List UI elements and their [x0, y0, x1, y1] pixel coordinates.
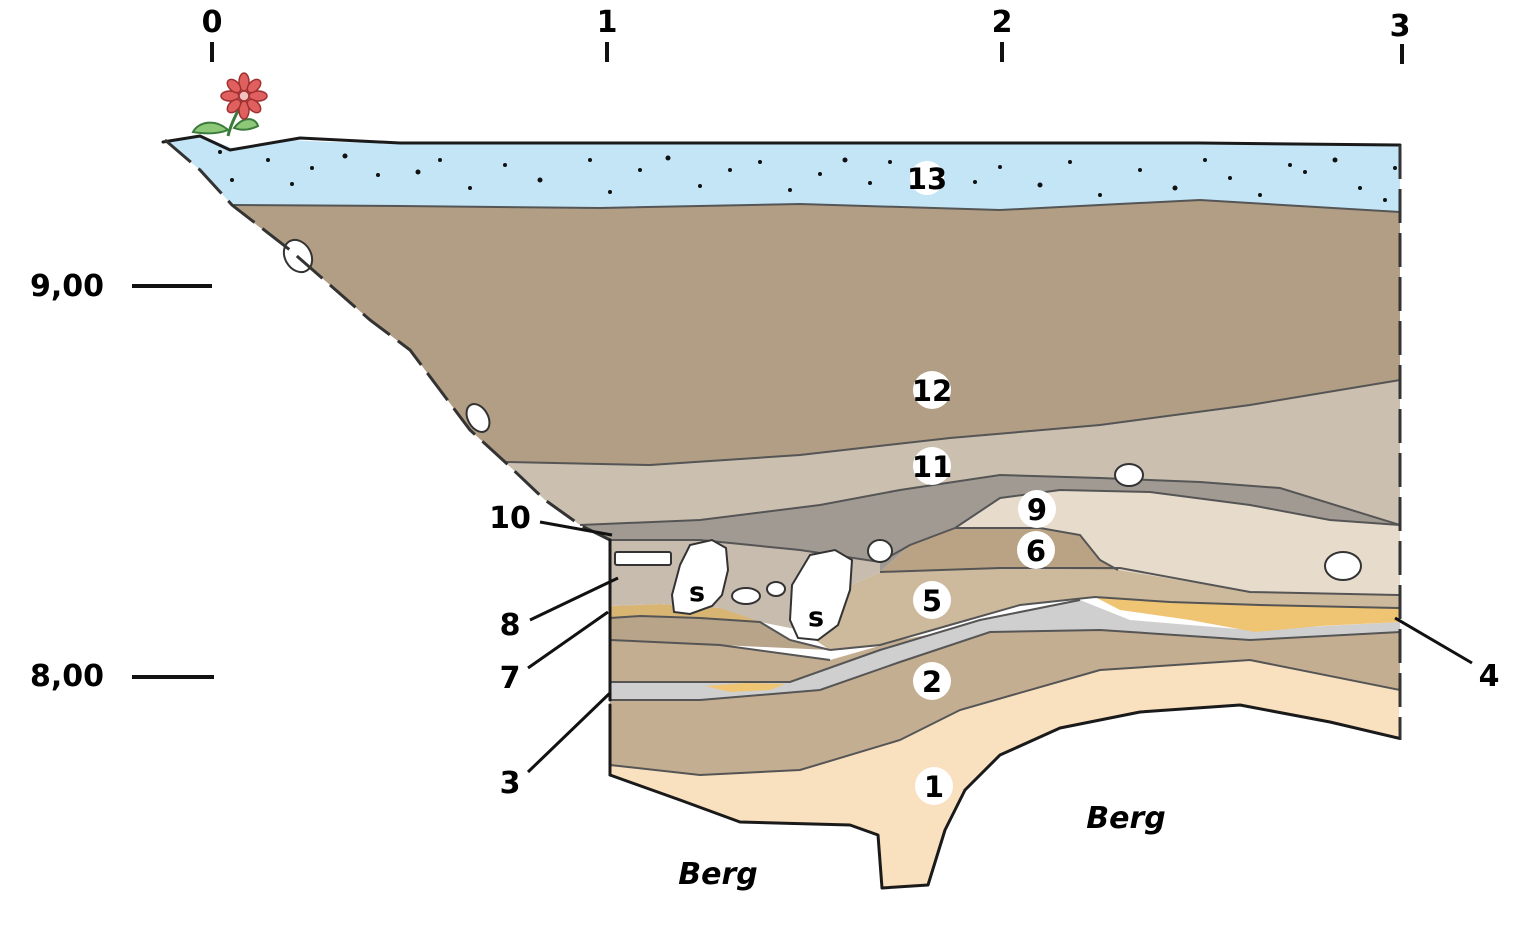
layer-13 [165, 135, 1400, 212]
layer-badge-6 [1017, 531, 1055, 569]
boundary-9-5 [879, 567, 1401, 596]
stone-small [867, 539, 893, 563]
layer-3 [610, 600, 1400, 700]
layer-4 [1095, 597, 1400, 632]
boundary-3-top [610, 599, 1081, 683]
layer-badge-9 [1018, 490, 1056, 528]
boundary-5-4 [829, 595, 1401, 651]
stone-small [1114, 463, 1144, 487]
stones [282, 238, 1362, 642]
layer-badge-1 [915, 767, 953, 805]
boundary-11-10 [579, 473, 1401, 526]
layer-badge-5 [913, 581, 951, 619]
leader-3 [526, 691, 612, 774]
layer-6 [880, 528, 1118, 572]
layer-2 [610, 620, 1400, 775]
layer-label-6: 6 [1026, 534, 1046, 568]
topsoil-dots [218, 150, 1397, 202]
stone-large-right [788, 548, 854, 642]
axis-tick-label-3: 3 [1390, 9, 1411, 44]
flower-icon [191, 72, 268, 137]
boundary-2-1 [609, 658, 1401, 777]
stone-small [465, 403, 491, 433]
layers [165, 135, 1400, 888]
layer-badges: 13 12 11 9 6 5 2 1 [907, 161, 1056, 805]
stone-small [1324, 551, 1362, 581]
surface-line [161, 134, 1402, 152]
external-label-4: 4 [1479, 659, 1500, 694]
layer-badge-13 [910, 161, 944, 195]
external-label-10: 10 [489, 501, 531, 536]
bedrock-line [608, 703, 1400, 890]
leader-7 [527, 610, 609, 670]
slope-line [164, 138, 611, 542]
layer-boundaries [231, 198, 1401, 777]
boundary-12-11 [504, 379, 1401, 467]
layer-label-5: 5 [922, 584, 942, 618]
layer-badge-11 [913, 447, 951, 485]
layer-label-9: 9 [1027, 493, 1047, 527]
layer-label-13: 13 [907, 162, 947, 196]
layer-label-1: 1 [924, 770, 944, 804]
boundary-10-9 [954, 488, 1401, 529]
boundary-3-bottom [610, 628, 1401, 701]
axis-tick-label-1: 1 [597, 5, 618, 40]
axis-tick-label-0: 0 [202, 5, 223, 40]
leader-4 [1394, 616, 1473, 665]
layer-11 [505, 380, 1400, 525]
stone-small [731, 587, 761, 605]
stone-label-right: s [808, 602, 824, 633]
layer-label-11: 11 [912, 450, 952, 484]
stone-small [766, 581, 786, 597]
external-labels: 10 8 7 3 4 [489, 501, 1499, 801]
layer-1 [610, 660, 1400, 888]
layer-label-2: 2 [922, 665, 942, 699]
boundary-13-12 [231, 198, 1401, 213]
boundary-8-7 [609, 614, 831, 651]
stone-large-left [670, 538, 730, 616]
stone-label-left: s [689, 577, 705, 608]
layer-5 [800, 568, 1400, 650]
leader-8 [529, 576, 619, 622]
external-label-8: 8 [500, 608, 521, 643]
stone-slab [614, 551, 672, 566]
axis-tick-label-2: 2 [992, 5, 1013, 40]
layer-badge-12 [913, 371, 951, 409]
elevation-label-9: 9,00 [30, 269, 104, 304]
horizontal-scale: 0 1 2 3 [202, 5, 1411, 64]
boundary-7-2 [609, 639, 831, 661]
leader-10 [539, 520, 613, 537]
external-label-7: 7 [500, 661, 521, 696]
bedrock-label-right: Berg [1086, 801, 1165, 836]
layer-label-12: 12 [912, 374, 952, 408]
section-outline [161, 134, 1402, 890]
external-label-3: 3 [500, 766, 521, 801]
leader-lines [526, 520, 1473, 774]
layer-badge-2 [913, 662, 951, 700]
bedrock-label-left: Berg [678, 857, 757, 892]
elevation-label-8: 8,00 [30, 659, 104, 694]
boundary-6 [955, 527, 1119, 571]
elevation-markers: 9,00 8,00 [30, 269, 214, 694]
layer-4-lens-left [705, 683, 785, 692]
layer-12 [232, 200, 1400, 465]
layer-9 [955, 490, 1400, 595]
